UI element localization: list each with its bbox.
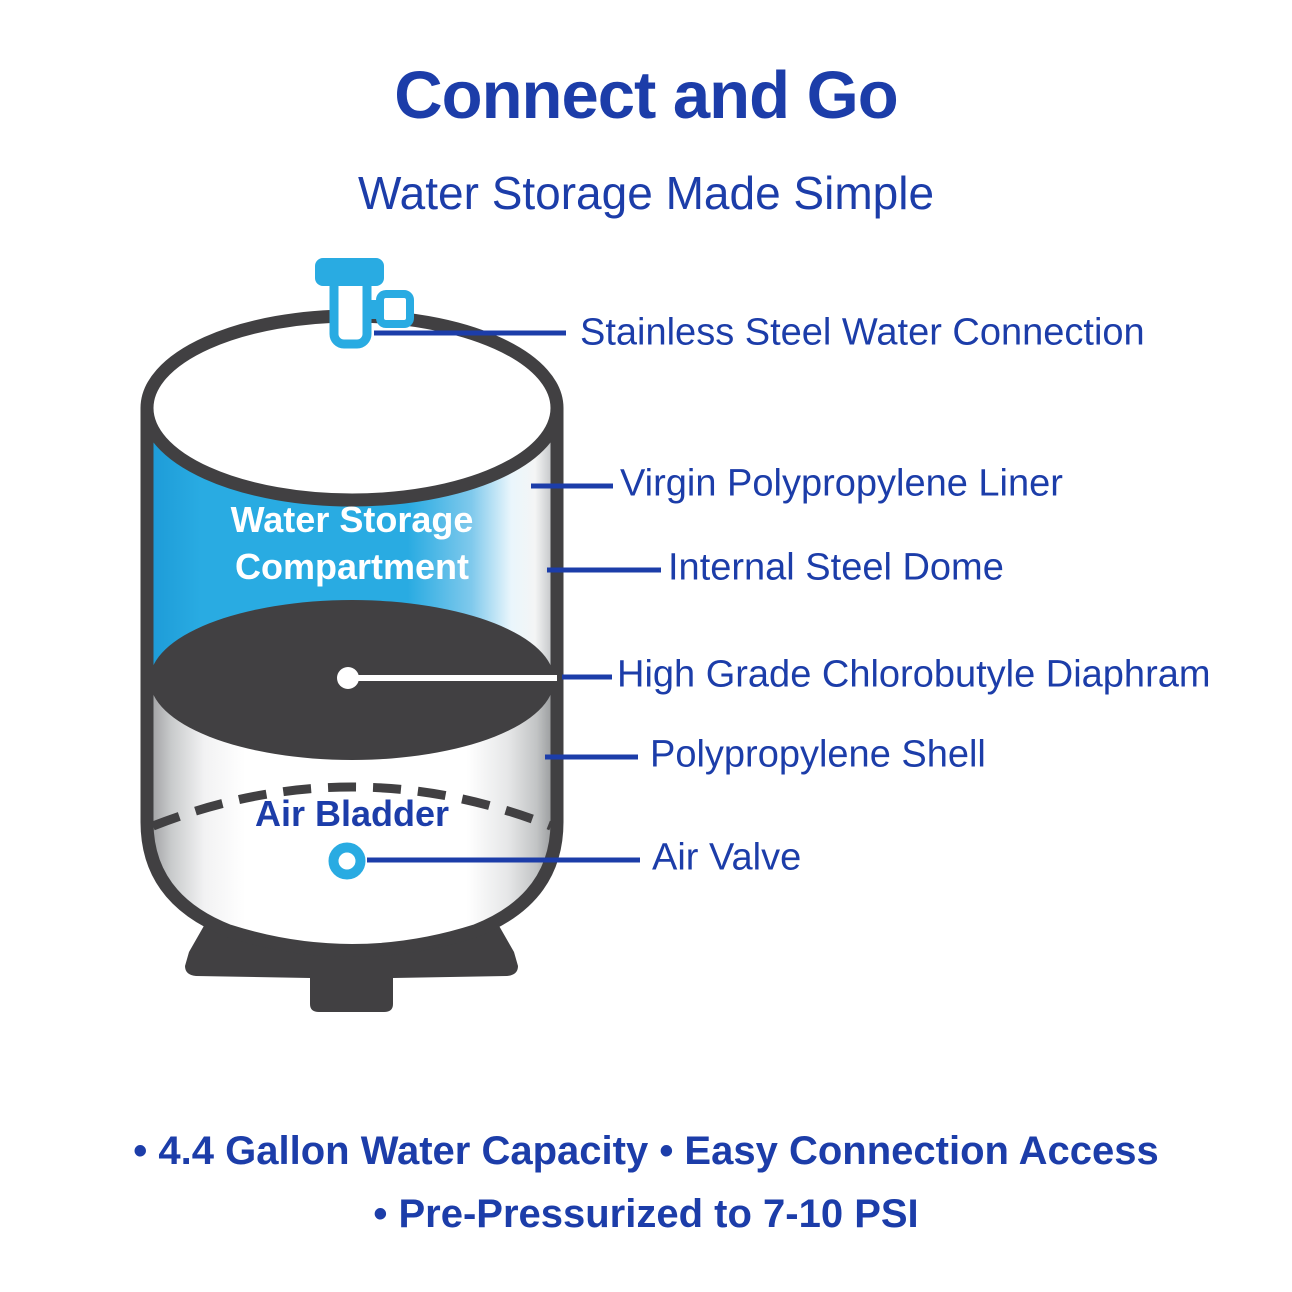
water-connection-top-bar <box>315 258 384 286</box>
water-connection-icon <box>315 258 414 349</box>
tank-shell-outline <box>140 408 564 957</box>
callout-air-valve: Air Valve <box>652 836 802 879</box>
diaphragm-pointer-dot <box>337 667 359 689</box>
compartment-label-line1: Water Storage <box>230 499 474 540</box>
water-connection-stem <box>329 271 372 349</box>
leader-lines <box>367 330 661 863</box>
water-storage-compartment-label: Water Storage Compartment <box>231 496 474 590</box>
callout-liner: Virgin Polypropylene Liner <box>620 462 1063 505</box>
air-valve-icon <box>328 842 366 880</box>
callout-steel-dome: Internal Steel Dome <box>668 546 1004 589</box>
page-title: Connect and Go <box>394 58 898 133</box>
air-bladder-label: Air Bladder <box>254 793 450 834</box>
footer-features-line1: • 4.4 Gallon Water Capacity • Easy Conne… <box>133 1129 1159 1173</box>
callout-shell: Polypropylene Shell <box>650 733 986 776</box>
page-subtitle: Water Storage Made Simple <box>357 167 935 219</box>
callout-diaphram: High Grade Chlorobutyle Diaphram <box>617 653 1211 696</box>
footer-features-line2: • Pre-Pressurized to 7-10 PSI <box>373 1192 919 1236</box>
compartment-label-line2: Compartment <box>234 546 470 587</box>
diaphragm-pointer <box>337 667 557 689</box>
air-bladder-dashed-line <box>151 782 553 831</box>
water-connection-side-port <box>376 290 414 328</box>
callout-water-connection: Stainless Steel Water Connection <box>580 311 1145 354</box>
